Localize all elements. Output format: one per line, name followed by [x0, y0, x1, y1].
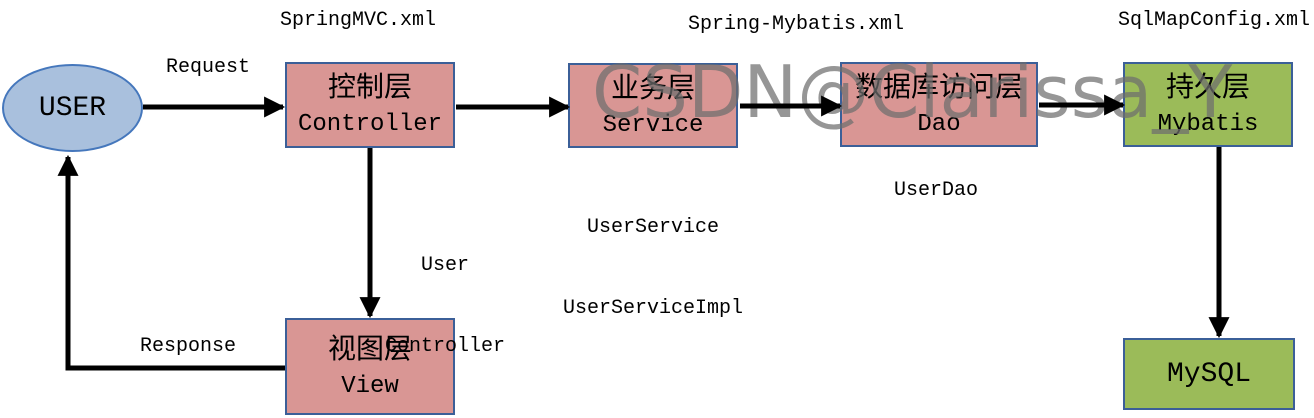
service-label-en: Service: [602, 111, 704, 139]
user-controller-label: User Controller: [385, 198, 505, 414]
request-label: Request: [165, 56, 250, 79]
mybatis-node: 持久层 Mybatis: [1123, 62, 1293, 147]
spring-mybatis-config-label: Spring-Mybatis.xml: [688, 13, 905, 36]
mysql-node: MySQL: [1123, 338, 1295, 410]
mysql-label: MySQL: [1166, 358, 1251, 390]
user-controller-line2: Controller: [385, 335, 506, 358]
view-node: 视图层 View: [285, 318, 455, 415]
service-impl-line1: UserService: [586, 216, 720, 239]
sqlmap-config-label: SqlMapConfig.xml: [1117, 9, 1311, 32]
dao-label-en: Dao: [917, 110, 961, 138]
mybatis-label-zh: 持久层: [1165, 69, 1250, 103]
user-label: USER: [38, 92, 107, 124]
dao-label-zh: 数据库访问层: [854, 69, 1023, 103]
dao-impl-label: UserDao: [893, 179, 978, 202]
controller-label-en: Controller: [297, 111, 443, 138]
dao-node: 数据库访问层 Dao: [840, 62, 1038, 147]
service-impl-line2: UserServiceImpl: [562, 297, 744, 320]
view-label-zh: 视图层: [327, 331, 412, 365]
view-label-en: View: [341, 372, 399, 400]
user-controller-line1: User: [420, 254, 469, 277]
springmvc-config-label: SpringMVC.xml: [279, 9, 437, 32]
controller-label-zh: 控制层: [327, 70, 412, 103]
user-node: USER: [2, 64, 143, 152]
controller-node: 控制层 Controller: [285, 62, 455, 148]
service-node: 业务层 Service: [568, 63, 738, 148]
response-label: Response: [139, 335, 236, 358]
response-arrow: [57, 154, 285, 371]
service-label-zh: 业务层: [610, 70, 695, 104]
service-impl-label: UserService UserServiceImpl: [553, 160, 753, 376]
mybatis-label-en: Mybatis: [1157, 110, 1259, 138]
